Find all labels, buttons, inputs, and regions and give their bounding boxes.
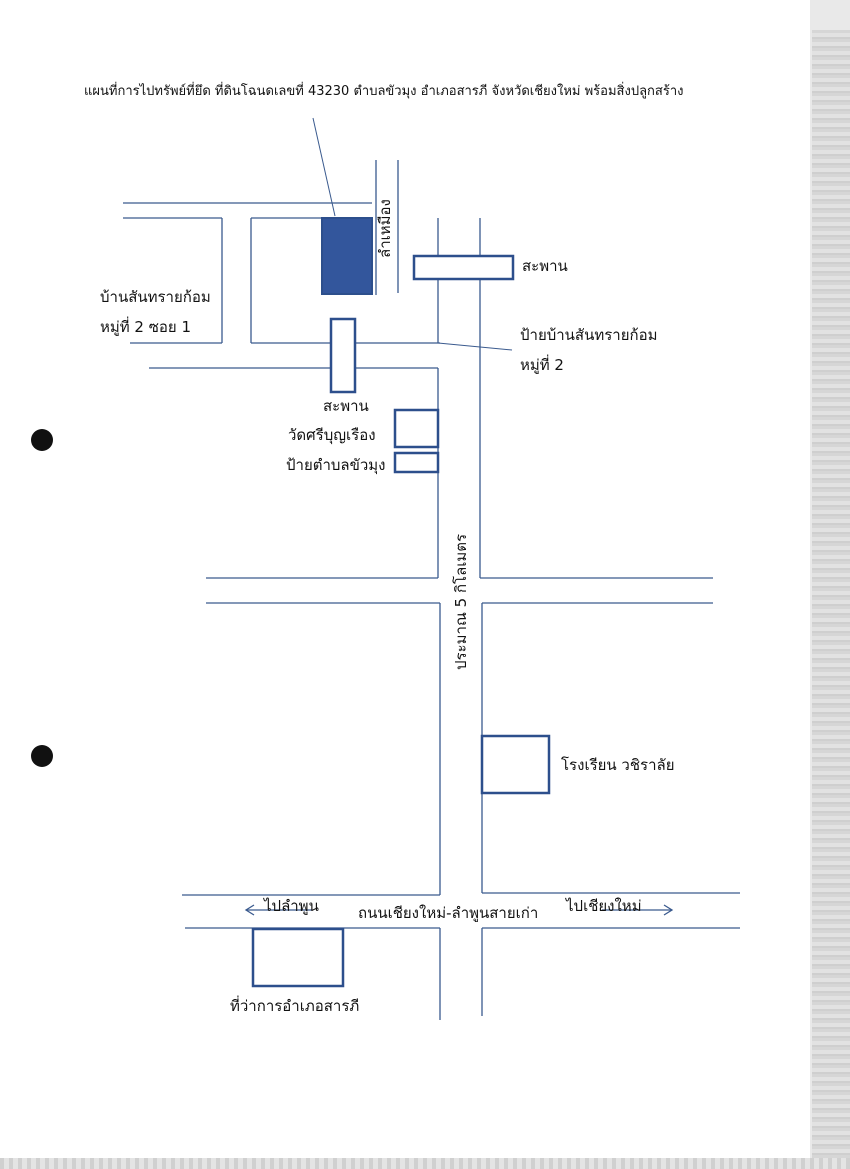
bridge-mid-label: สะพาน <box>323 397 369 415</box>
map-sheet <box>0 0 810 1160</box>
arrow-left-icon <box>244 904 312 916</box>
to-lamphun-label: ไปลำพูน <box>263 897 319 915</box>
distance-label: ประมาณ 5 กิโลเมตร <box>452 534 470 670</box>
village-label-line2: หมู่ที่ 2 ซอย 1 <box>100 316 191 336</box>
binder-hole-bottom <box>31 745 53 767</box>
to-chiangmai-label: ไปเชียงใหม่ <box>565 897 642 915</box>
arrow-right-icon <box>602 904 674 916</box>
district-office-marker <box>251 927 345 988</box>
sign-leader-line <box>437 342 513 351</box>
village-label-line1: บ้านสันทรายก้อม <box>100 288 211 306</box>
road-network <box>123 160 740 1020</box>
school-marker <box>480 734 551 795</box>
map-title: แผนที่การไปทรัพย์ที่ยึด ที่ดินโฉนดเลขที่… <box>84 82 683 99</box>
subdistrict-sign-label: ป้ายตำบลขัวมุง <box>286 456 386 475</box>
bridge-mid-marker <box>329 317 357 394</box>
main-road-label: ถนนเชียงใหม่-ลำพูนสายเก่า <box>358 904 538 922</box>
village-sign-label-line1: ป้ายบ้านสันทรายก้อม <box>520 326 657 344</box>
scan-edge <box>812 30 850 1169</box>
bridge-top-label: สะพาน <box>522 257 568 275</box>
temple-marker <box>393 408 440 449</box>
temple-label: วัดศรีบุญเรือง <box>288 426 376 445</box>
subdistrict-sign-marker <box>393 451 440 474</box>
binder-hole-top <box>31 429 53 451</box>
target-parcel <box>321 217 373 295</box>
scan-bottom-edge <box>0 1158 850 1169</box>
school-label: โรงเรียน วชิราลัย <box>561 756 675 774</box>
district-office-label: ที่ว่าการอำเภอสารภี <box>230 995 359 1015</box>
canal-label: ลำเหมือง <box>376 199 394 258</box>
bridge-top-marker <box>412 254 515 281</box>
title-leader-line <box>312 117 336 217</box>
village-sign-label-line2: หมู่ที่ 2 <box>520 354 564 374</box>
